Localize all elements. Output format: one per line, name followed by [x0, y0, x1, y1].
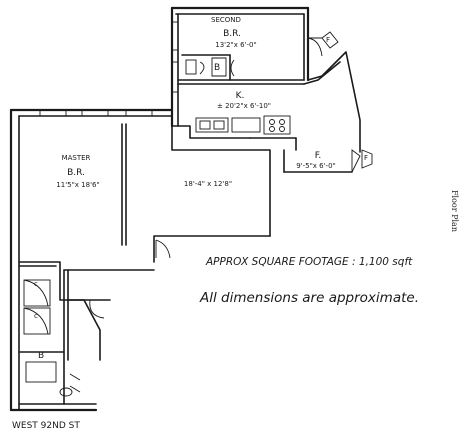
foyer-label: F. — [315, 151, 322, 161]
master-br-line1: MASTER — [62, 154, 91, 162]
second-br-line1: SECOND — [211, 16, 241, 24]
street-label: WEST 92ND ST — [12, 421, 80, 431]
interior-walls — [18, 123, 271, 405]
bath-bottom-label: B — [38, 351, 44, 361]
dimensions-note: All dimensions are approximate. — [199, 290, 419, 306]
second-br-line2: B.R. — [223, 29, 241, 39]
square-footage-note: APPROX SQUARE FOOTAGE : 1,100 sqft — [205, 256, 413, 268]
upper-fixtures — [185, 31, 373, 173]
bath-top-label: B — [214, 63, 220, 73]
kitchen-label: K. — [236, 91, 245, 101]
master-br-line2: B.R. — [67, 168, 85, 178]
room-labels: SECOND B.R. 13'2"x 6'-0" B K. ± 20'2"x 6… — [34, 16, 368, 361]
living-dims: 18'-4" x 12'8" — [184, 180, 232, 188]
fireplace-marker-bottom: F — [364, 154, 368, 162]
foyer-dims: 9'-5"x 6'-0" — [296, 162, 336, 170]
kitchen-dims: ± 20'2"x 6'-10" — [217, 102, 271, 110]
outer-walls — [9, 108, 174, 412]
floor-plan-side-label: Floor Plan — [450, 190, 459, 232]
closet-marker-1: c — [34, 280, 38, 288]
fireplace-marker-top: F — [326, 36, 330, 44]
master-br-dims: 11'5"x 18'6" — [56, 181, 99, 189]
upper-wing-walls — [170, 6, 310, 151]
second-br-dims: 13'2"x 6'-0" — [215, 41, 256, 49]
closet-marker-2: c — [34, 312, 38, 320]
